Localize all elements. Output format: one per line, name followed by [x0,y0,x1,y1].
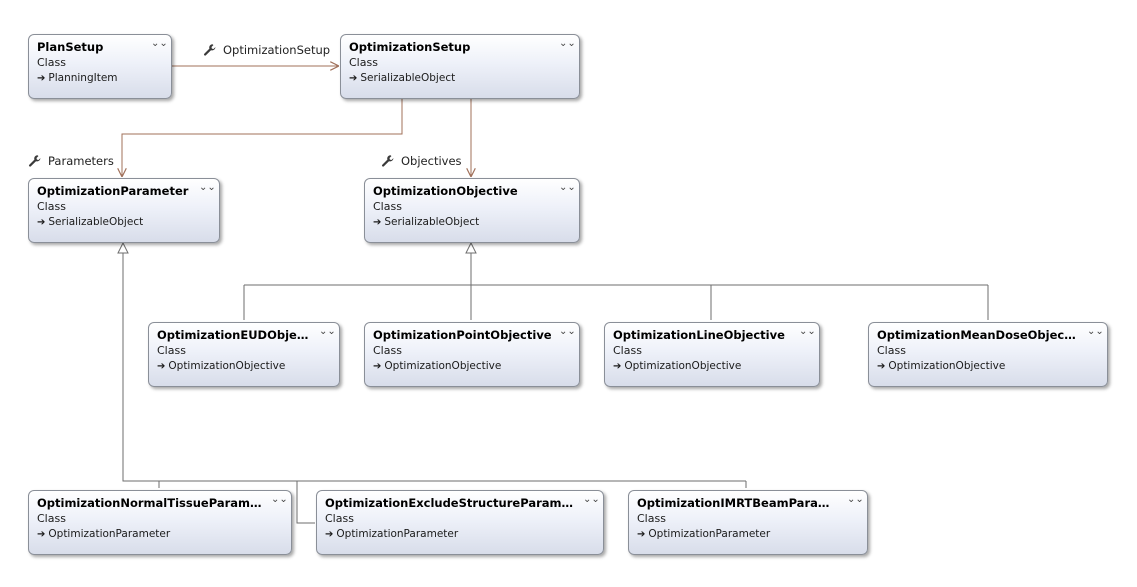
class-kind: Class [37,200,66,213]
class-base: ➔SerializableObject [349,72,456,84]
association-label-parameters[interactable]: Parameters [28,154,114,168]
arrow-right-icon: ➔ [37,217,46,228]
inheritance-tree-parameters [117,241,747,524]
chevron-double-down-icon[interactable]: ⌄⌄ [199,182,216,193]
class-name: OptimizationParameter [37,184,189,198]
class-name: OptimizationSetup [349,40,471,54]
class-kind: Class [349,56,378,69]
chevron-double-down-icon[interactable]: ⌄⌄ [1087,326,1104,337]
class-kind: Class [325,512,354,525]
class-base: ➔OptimizationObjective [877,360,1006,372]
wrench-icon [203,44,216,56]
class-box-optimizationobjective[interactable]: OptimizationObjective Class ➔Serializabl… [364,178,580,243]
class-kind: Class [877,344,906,357]
chevron-double-down-icon[interactable]: ⌄⌄ [151,38,168,49]
arrow-right-icon: ➔ [37,529,46,540]
class-name: OptimizationNormalTissueParameter [37,496,277,510]
arrow-right-icon: ➔ [637,529,646,540]
class-name: PlanSetup [37,40,104,54]
arrow-right-icon: ➔ [373,217,382,228]
class-base: ➔OptimizationParameter [37,528,171,540]
arrow-right-icon: ➔ [349,73,358,84]
arrow-right-icon: ➔ [325,529,334,540]
class-kind: Class [637,512,666,525]
class-base: ➔OptimizationParameter [325,528,459,540]
class-box-imrt-beam-parameter[interactable]: OptimizationIMRTBeamParameter Class ➔Opt… [628,490,868,555]
class-base: ➔PlanningItem [37,72,118,84]
class-name: OptimizationPointObjective [373,328,552,342]
class-base: ➔SerializableObject [373,216,480,228]
class-box-optimizationsetup[interactable]: OptimizationSetup Class ➔SerializableObj… [340,34,580,99]
class-box-eud-objective[interactable]: OptimizationEUDObjecti... Class ➔Optimiz… [148,322,340,387]
chevron-double-down-icon[interactable]: ⌄⌄ [271,494,288,505]
wrench-icon [381,155,394,167]
chevron-double-down-icon[interactable]: ⌄⌄ [559,326,576,337]
arrow-right-icon: ➔ [613,361,622,372]
class-box-point-objective[interactable]: OptimizationPointObjective Class ➔Optimi… [364,322,580,387]
chevron-double-down-icon[interactable]: ⌄⌄ [847,494,864,505]
chevron-double-down-icon[interactable]: ⌄⌄ [559,182,576,193]
class-base: ➔OptimizationObjective [373,360,502,372]
class-box-mean-dose-objective[interactable]: OptimizationMeanDoseObjective Class ➔Opt… [868,322,1108,387]
chevron-double-down-icon[interactable]: ⌄⌄ [319,326,336,337]
class-kind: Class [37,512,66,525]
association-label-text: Objectives [401,154,462,168]
class-base: ➔SerializableObject [37,216,144,228]
class-name: OptimizationLineObjective [613,328,785,342]
class-base: ➔OptimizationObjective [157,360,286,372]
class-kind: Class [157,344,186,357]
class-name: OptimizationExcludeStructureParameter [325,496,589,510]
inheritance-triangle-parameter [117,241,129,254]
class-name: OptimizationIMRTBeamParameter [637,496,857,510]
class-base: ➔OptimizationObjective [613,360,742,372]
arrow-right-icon: ➔ [877,361,886,372]
class-name: OptimizationObjective [373,184,518,198]
association-line-parameters [122,99,403,176]
arrow-right-icon: ➔ [373,361,382,372]
class-box-normal-tissue-parameter[interactable]: OptimizationNormalTissueParameter Class … [28,490,292,555]
class-box-plansetup[interactable]: PlanSetup Class ➔PlanningItem ⌄⌄ [28,34,172,99]
class-name: OptimizationEUDObjecti... [157,328,327,342]
class-box-line-objective[interactable]: OptimizationLineObjective Class ➔Optimiz… [604,322,820,387]
association-label-text: OptimizationSetup [223,43,331,57]
chevron-double-down-icon[interactable]: ⌄⌄ [799,326,816,337]
arrow-right-icon: ➔ [37,73,46,84]
arrow-right-icon: ➔ [157,361,166,372]
association-label-text: Parameters [48,154,114,168]
association-label-objectives[interactable]: Objectives [381,154,462,168]
chevron-double-down-icon[interactable]: ⌄⌄ [583,494,600,505]
class-kind: Class [37,56,66,69]
class-name: OptimizationMeanDoseObjective [877,328,1089,342]
class-kind: Class [373,200,402,213]
inheritance-triangle-objective [465,241,477,254]
wrench-icon [28,155,41,167]
class-box-exclude-structure-parameter[interactable]: OptimizationExcludeStructureParameter Cl… [316,490,604,555]
class-kind: Class [373,344,402,357]
inheritance-tree-objectives [243,241,989,320]
class-base: ➔OptimizationParameter [637,528,771,540]
class-box-optimizationparameter[interactable]: OptimizationParameter Class ➔Serializabl… [28,178,220,243]
class-kind: Class [613,344,642,357]
chevron-double-down-icon[interactable]: ⌄⌄ [559,38,576,49]
association-label-optimizationsetup[interactable]: OptimizationSetup [203,43,330,57]
